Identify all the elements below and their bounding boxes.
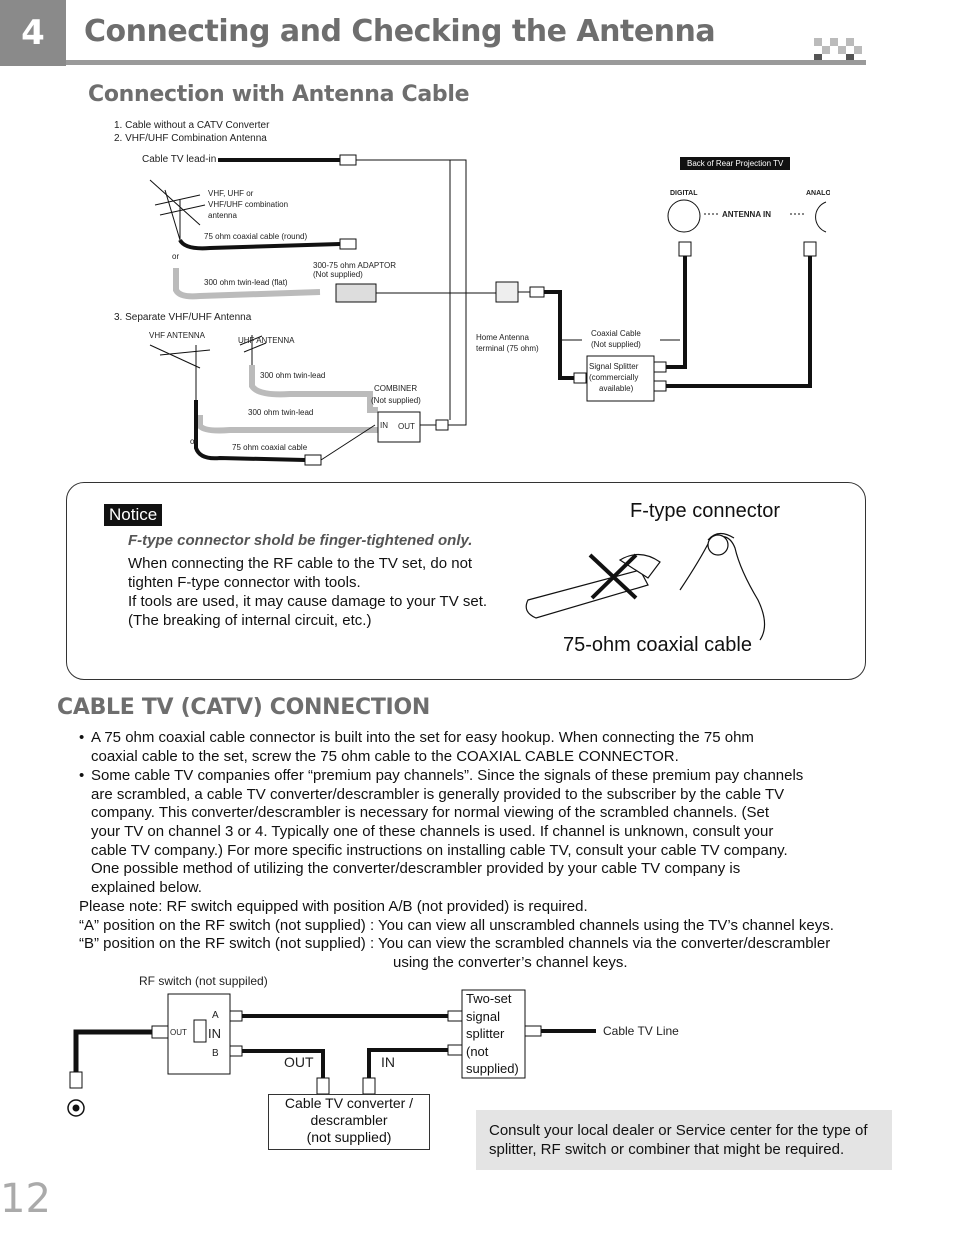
section-title-antenna-cable: Connection with Antenna Cable bbox=[88, 82, 470, 107]
label-digital: DIGITAL bbox=[670, 190, 698, 197]
coax-label: 75-ohm coaxial cable bbox=[563, 634, 752, 656]
label-antenna-type: VHF/UHF combination bbox=[208, 200, 289, 209]
paragraph-line: One possible method of utilizing the con… bbox=[91, 860, 741, 877]
label-antenna-type: VHF, UHF or bbox=[208, 189, 254, 198]
label-converter-out: OUT bbox=[284, 1054, 314, 1070]
note-line: Please note: RF switch equipped with pos… bbox=[79, 898, 588, 915]
checker-decoration bbox=[814, 38, 862, 60]
label-adaptor: 300-75 ohm ADAPTOR bbox=[313, 261, 397, 270]
notice-line: When connecting the RF cable to the TV s… bbox=[128, 555, 473, 572]
label-twin-lead-flat: 300 ohm twin-lead (flat) bbox=[204, 278, 288, 287]
converter-box: Cable TV converter / descrambler (not su… bbox=[268, 1094, 430, 1150]
label-switch-out: OUT bbox=[170, 1028, 187, 1037]
label-home-terminal: Home Antenna bbox=[476, 333, 529, 342]
catv-diagram bbox=[67, 989, 596, 1117]
chapter-number: 4 bbox=[0, 0, 66, 66]
label-coax-cable: (Not supplied) bbox=[591, 340, 641, 349]
label-or: or bbox=[190, 437, 198, 446]
notice-label: Notice bbox=[104, 504, 163, 526]
label-uhf-antenna: UHF ANTENNA bbox=[238, 336, 295, 345]
label-converter-in: IN bbox=[381, 1054, 395, 1070]
paragraph-line: company. This converter/descrambler is n… bbox=[91, 804, 770, 821]
list-item: 3. Separate VHF/UHF Antenna bbox=[114, 312, 252, 323]
notice-box bbox=[66, 482, 866, 680]
label-combiner-out: OUT bbox=[398, 422, 415, 431]
label-combiner-in: IN bbox=[380, 421, 388, 430]
vhf-antenna-icon bbox=[149, 344, 211, 400]
bullet-marker: • bbox=[79, 729, 85, 746]
label-coax-cable: Coaxial Cable bbox=[591, 329, 641, 338]
wrench-illustration bbox=[525, 532, 766, 641]
notice-line: tighten F-type connector with tools. bbox=[128, 574, 361, 591]
label-switch-a: A bbox=[212, 1010, 219, 1021]
list-item: 2. VHF/UHF Combination Antenna bbox=[114, 133, 267, 144]
label-switch-in: IN bbox=[208, 1026, 221, 1041]
label-signal-splitter: Signal Splitter bbox=[589, 362, 639, 371]
label-switch-b: B bbox=[212, 1048, 219, 1059]
paragraph-line: are scrambled, a cable TV converter/desc… bbox=[91, 786, 785, 803]
label-two-set-splitter: Two-set signal splitter (not supplied) bbox=[466, 991, 519, 1076]
label-cable-tv-line: Cable TV Line bbox=[603, 1024, 679, 1038]
label-rf-switch: RF switch (not suppiled) bbox=[139, 974, 268, 988]
label-signal-splitter: available) bbox=[599, 384, 634, 393]
label-coax-75: 75 ohm coaxial cable bbox=[232, 443, 308, 452]
antenna-diagram bbox=[149, 154, 827, 466]
label-coax-round: 75 ohm coaxial cable (round) bbox=[204, 232, 308, 241]
note-line: “B” position on the RF switch (not suppl… bbox=[79, 935, 831, 952]
ftype-label: F-type connector bbox=[630, 500, 781, 522]
consult-box bbox=[476, 1110, 892, 1170]
label-combiner: (Not supplied) bbox=[371, 396, 421, 405]
notice-emphasis: F-type connector shold be finger-tighten… bbox=[128, 532, 473, 549]
label-antenna-in: ANTENNA IN bbox=[722, 210, 772, 219]
consult-text: Consult your local dealer or Service cen… bbox=[489, 1122, 868, 1158]
label-back-of-tv: Back of Rear Projection TV bbox=[680, 157, 791, 170]
bullet-marker: • bbox=[79, 767, 85, 784]
label-combiner: COMBINER bbox=[374, 384, 418, 393]
section-title-catv: CABLE TV (CATV) CONNECTION bbox=[57, 695, 430, 720]
page-number: 12 bbox=[0, 1176, 51, 1222]
uhf-antenna-icon bbox=[239, 335, 267, 365]
note-line: “A” position on the RF switch (not suppl… bbox=[79, 917, 834, 934]
notice-line: (The breaking of internal circuit, etc.) bbox=[128, 612, 372, 629]
list-item: 1. Cable without a CATV Converter bbox=[114, 120, 270, 131]
label-adaptor: (Not supplied) bbox=[313, 270, 363, 279]
antenna-icon bbox=[149, 179, 206, 241]
label-twin-lead: 300 ohm twin-lead bbox=[248, 408, 314, 417]
label-home-terminal: terminal (75 ohm) bbox=[476, 344, 539, 353]
label-analog: ANALOG bbox=[806, 190, 830, 197]
label-or: or bbox=[172, 252, 180, 261]
paragraph-line: cable TV company.) For more specific ins… bbox=[91, 842, 788, 859]
label-signal-splitter: (commercially bbox=[589, 373, 639, 382]
label-twin-lead: 300 ohm twin-lead bbox=[260, 371, 326, 380]
notice-line: If tools are used, it may cause damage t… bbox=[128, 593, 488, 610]
paragraph-line: Some cable TV companies offer “premium p… bbox=[91, 767, 804, 784]
paragraph-line: A 75 ohm coaxial cable connector is buil… bbox=[91, 729, 754, 746]
label-antenna-type: antenna bbox=[208, 211, 237, 220]
paragraph-line: coaxial cable to the set, screw the 75 o… bbox=[91, 748, 679, 765]
paragraph-line: your TV on channel 3 or 4. Typically one… bbox=[91, 823, 774, 840]
label-vhf-antenna: VHF ANTENNA bbox=[149, 331, 206, 340]
paragraph-line: explained below. bbox=[91, 879, 202, 896]
header-rule bbox=[66, 60, 866, 65]
label-cable-lead-in: Cable TV lead-in bbox=[142, 154, 217, 165]
page-title: Connecting and Checking the Antenna bbox=[84, 14, 716, 49]
note-line: using the converter’s channel keys. bbox=[393, 954, 628, 971]
